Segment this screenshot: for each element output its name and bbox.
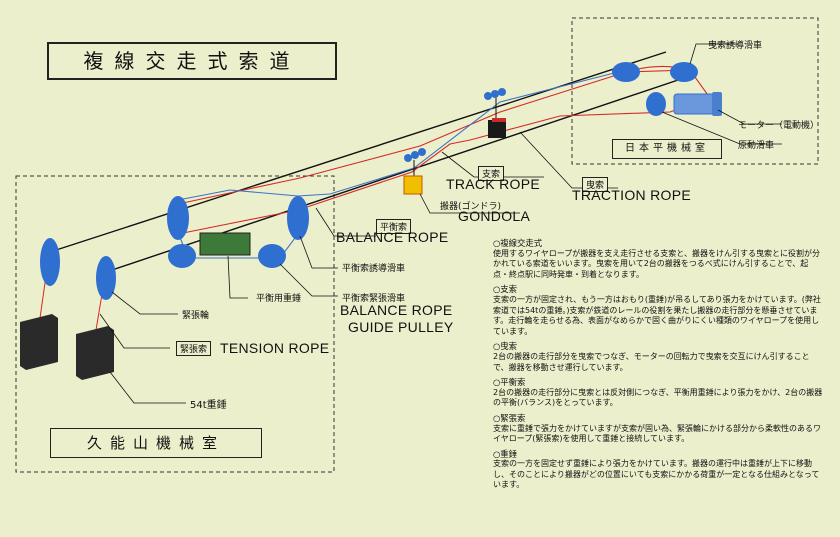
- note-heading: ○支索: [493, 284, 518, 295]
- leader-drive-pulley: [661, 111, 782, 145]
- gondola-lower-carriage-3: [418, 148, 426, 156]
- leader-traction-guide: [689, 43, 738, 65]
- weight-54t-label: 54t重錘: [190, 400, 227, 411]
- balance-rope: [177, 69, 627, 201]
- track-rope-tag: 支索: [478, 166, 505, 181]
- note-heading: ○重錘: [493, 448, 518, 459]
- gondola-jp-label: 搬器(ゴンドラ): [440, 202, 502, 212]
- bottom-machine-room-label: 久能山機械室: [50, 428, 262, 458]
- bottom-machine-room-box: [15, 175, 335, 473]
- balance-tension-pulley-left: [168, 244, 196, 268]
- motor-cap: [712, 92, 722, 116]
- note-heading: ○曳索: [493, 341, 518, 352]
- gondola-upper-carriage-3: [498, 88, 506, 96]
- top-machine-room-label: 日本平機械室: [612, 139, 722, 159]
- note-body: 2台の搬器の走行部分を曳索でつなぎ、モーターの回転力で曳索を交互にけん引すること…: [493, 351, 810, 372]
- note-body: 支索に重錘で張力をかけていますが支索が固い為、緊張輪にかける部分から柔軟性のある…: [493, 423, 821, 444]
- balance-tension-pulley-right: [258, 244, 286, 268]
- balance-guide-pulley-left: [167, 196, 189, 240]
- gondola-upper-cabin: [488, 120, 506, 138]
- track-rope-upper: [49, 51, 667, 253]
- balance-rope-tag: 平衡索: [376, 219, 412, 234]
- balance-weight-label: 平衡用重錘: [256, 294, 302, 304]
- tension-wheel-left: [40, 238, 60, 286]
- tension-rope-tag: 緊張索: [176, 341, 212, 356]
- explanation-notes: ○複線交走式 使用するワイヤロープが搬器を支え走行させる支索と、搬器をけん引する…: [493, 238, 823, 495]
- balance-rope-guide-pulley-label-2: GUIDE PULLEY: [348, 319, 454, 335]
- tension-rope-label: TENSION ROPE: [220, 340, 330, 356]
- leader-balance-rope: [315, 207, 376, 237]
- note-body: 2台の搬器の走行部分に曳索とは反対側につなぎ、平衡用重錘により張力をかけ、2台の…: [493, 387, 823, 408]
- traction-guide-pulley-right: [670, 62, 698, 82]
- top-machine-room-box: [571, 17, 819, 165]
- note-heading: ○緊張索: [493, 412, 526, 423]
- balance-guide-pulley-right: [287, 196, 309, 240]
- gondola-upper-carriage-1: [484, 92, 492, 100]
- leader-track-rope: [441, 151, 544, 178]
- balance-guide-pulley-label: 平衡索誘導滑車: [342, 264, 406, 274]
- note-heading: ○複線交走式: [493, 238, 543, 248]
- tension-wheel-right: [96, 256, 116, 300]
- gondola-upper-cabin-side: [492, 118, 506, 122]
- balance-weight: [199, 232, 251, 256]
- balance-rope-label: BALANCE ROPE: [336, 229, 449, 245]
- drive-pulley: [646, 92, 666, 116]
- gondola-lower-carriage-1: [404, 154, 412, 162]
- balance-tension-pulley-label: 平衡索緊張滑車: [342, 294, 406, 304]
- motor-label: モーター（電動機）: [738, 121, 820, 131]
- leader-balance-weight: [227, 255, 248, 299]
- weight-54t-left: [20, 314, 58, 370]
- leader-gondola: [419, 193, 520, 214]
- gondola-lower-cabin: [403, 175, 423, 195]
- weight-54t-right: [76, 326, 114, 380]
- leader-tension-rope: [99, 313, 170, 349]
- leader-motor: [717, 109, 782, 125]
- gondola-label: GONDOLA: [458, 208, 531, 224]
- note-body: 支索の一方が固定され、もう一方はおもり(重錘)が吊るしてあり張力をかけています。…: [493, 294, 821, 336]
- leader-54t: [109, 371, 186, 404]
- track-rope-label: TRACK ROPE: [446, 176, 541, 192]
- traction-rope-label: TRACTION ROPE: [572, 187, 692, 203]
- gondola-lower-carriage-2: [411, 151, 419, 159]
- leader-tension-wheel: [111, 291, 178, 315]
- tension-wheel-label: 緊張輪: [182, 311, 210, 321]
- traction-guide-pulley-left: [612, 62, 640, 82]
- drive-pulley-label: 原動滑車: [738, 141, 775, 151]
- gondola-upper-carriage-2: [491, 90, 499, 98]
- note-body: 支索の一方を固定せず重錘により張力をかけています。搬器の運行中は重錘が上下に移動…: [493, 459, 820, 490]
- traction-guide-pulley-label: 曳索誘導滑車: [708, 41, 763, 51]
- balance-rope-guide-pulley-label-1: BALANCE ROPE: [340, 302, 453, 318]
- traction-rope-tag: 曳索: [582, 177, 609, 192]
- note-body: 使用するワイヤロープが搬器を支え走行させる支索と、搬器をけん引する曳索とに役割が…: [493, 248, 820, 279]
- leader-balance-guide: [299, 235, 338, 269]
- note-heading: ○平衡索: [493, 377, 526, 388]
- motor-body: [673, 93, 715, 115]
- page-title: 複線交走式索道: [47, 42, 337, 80]
- leader-balance-tension: [279, 263, 338, 297]
